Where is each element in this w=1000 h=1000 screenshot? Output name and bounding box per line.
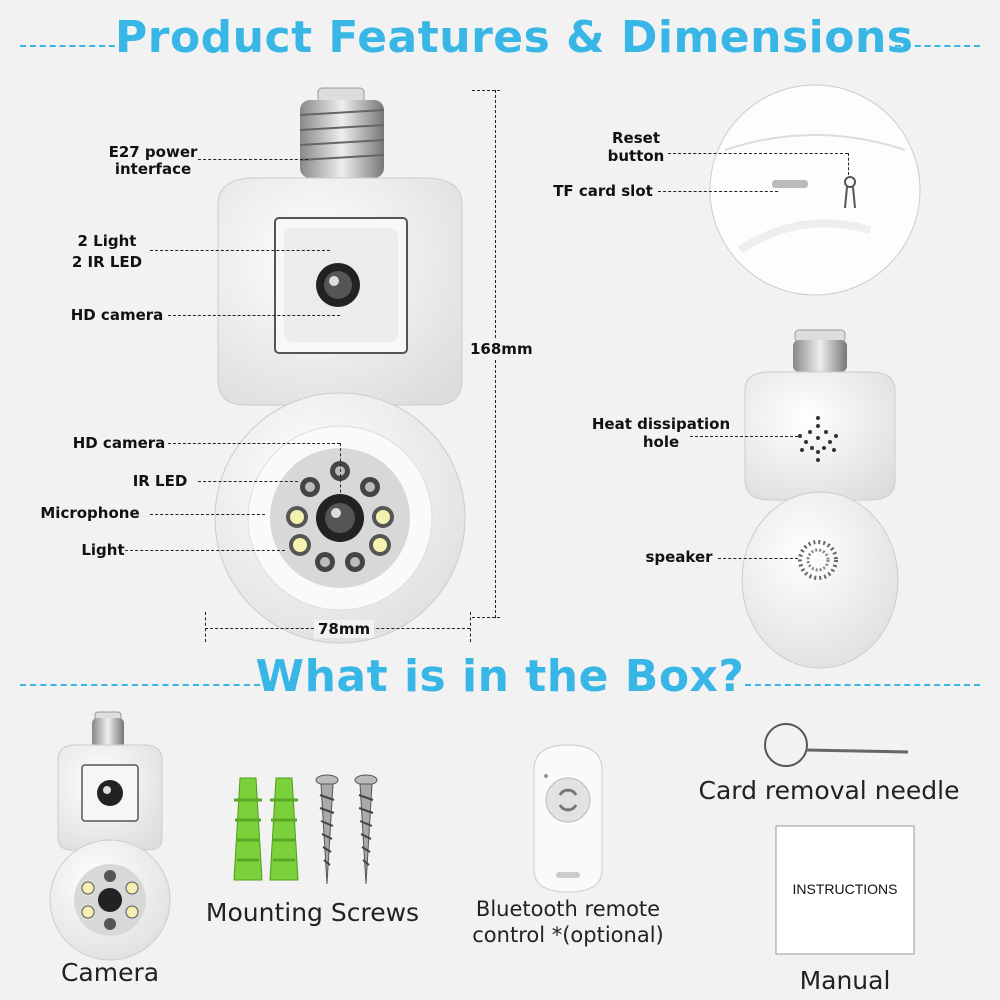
dim-height-cap-top xyxy=(472,90,500,91)
callout-tf-slot: TF card slot xyxy=(553,182,653,200)
box-dash-left xyxy=(20,684,260,686)
wall-anchor-icon xyxy=(233,777,263,881)
callout-e27-line2: interface xyxy=(114,160,192,178)
box-item-manual-label: Manual xyxy=(799,966,891,995)
leader-reset xyxy=(668,153,848,154)
leader-microphone xyxy=(150,514,265,515)
manual-cover-text: INSTRUCTIONS xyxy=(792,881,898,897)
callout-ir-led: IR LED xyxy=(132,472,188,490)
dim-height-label: 168mm xyxy=(468,340,535,358)
wall-anchor-icon-2 xyxy=(269,777,299,881)
leader-hd-camera-drop xyxy=(340,443,341,503)
dim-height-cap-bottom xyxy=(472,617,500,618)
callout-heat-line1: Heat dissipation xyxy=(591,415,731,433)
box-item-remote-label-line2: control *(optional) xyxy=(472,923,664,947)
callout-e27-line1: E27 power xyxy=(108,143,198,161)
callout-light: Light xyxy=(81,541,125,559)
callout-speaker: speaker xyxy=(645,548,713,566)
leader-hd-camera-bottom xyxy=(168,443,340,444)
leader-light-ir xyxy=(150,250,330,251)
leader-e27 xyxy=(198,159,308,160)
leader-speaker xyxy=(718,558,798,559)
callout-hd-camera-top: HD camera xyxy=(70,306,164,324)
heading-dash-left xyxy=(20,45,115,47)
leader-ir-led xyxy=(198,481,298,482)
leader-light xyxy=(125,550,285,551)
box-item-remote-label-line1: Bluetooth remote xyxy=(475,897,661,921)
callout-microphone: Microphone xyxy=(40,504,140,522)
box-item-needle-label: Card removal needle xyxy=(698,776,960,805)
dim-width-cap-left xyxy=(205,612,206,642)
callout-hd-camera-bottom: HD camera xyxy=(72,434,166,452)
dim-width-cap-right xyxy=(470,612,471,642)
leader-heat xyxy=(690,436,798,437)
callout-light-ir-line1: 2 Light xyxy=(77,232,137,250)
heading-dash-right xyxy=(895,45,980,47)
box-heading: What is in the Box? xyxy=(255,651,745,702)
callout-reset-line1: Reset xyxy=(612,129,660,147)
box-dash-right xyxy=(745,684,980,686)
leader-hd-camera-top xyxy=(168,315,340,316)
dim-width-label: 78mm xyxy=(314,620,375,638)
callout-reset-line2: button xyxy=(607,147,665,165)
box-item-camera-label: Camera xyxy=(60,958,160,987)
leader-tf-slot xyxy=(658,191,778,192)
callout-light-ir-line2: 2 IR LED xyxy=(71,253,143,271)
features-heading: Product Features & Dimensions xyxy=(115,12,914,63)
box-item-screws-label: Mounting Screws xyxy=(205,898,420,927)
screw-icon xyxy=(315,774,339,885)
callout-heat-line2: hole xyxy=(642,433,680,451)
leader-reset-drop xyxy=(848,153,849,175)
screw-icon-2 xyxy=(354,774,378,885)
